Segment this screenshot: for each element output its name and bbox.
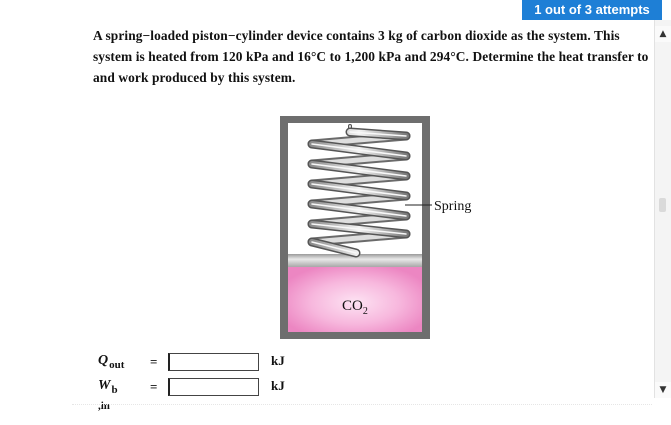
scroll-down-icon[interactable]: ▼ [655, 382, 671, 398]
scroll-thumb[interactable] [659, 198, 666, 212]
gas-region [288, 266, 422, 332]
spring-icon [307, 124, 411, 258]
wb-in-unit: kJ [271, 378, 285, 393]
attempts-badge: 1 out of 3 attempts [522, 0, 662, 20]
piston [288, 254, 422, 267]
vertical-scrollbar[interactable]: ▲ ▼ [654, 20, 671, 398]
equals-sign: = [150, 354, 158, 369]
scroll-up-icon[interactable]: ▲ [655, 26, 671, 42]
q-out-input[interactable] [168, 353, 259, 371]
divider [72, 404, 652, 405]
equals-sign: = [150, 379, 158, 394]
piston-cylinder-figure: Spring CO2 [280, 116, 471, 339]
question-text: A spring−loaded piston−cylinder device c… [93, 28, 649, 85]
gas-label: CO2 [342, 298, 368, 317]
wb-in-input[interactable] [168, 378, 259, 396]
spring-label: Spring [434, 199, 471, 214]
wb-in-label: Wb ,in [98, 378, 118, 412]
q-out-unit: kJ [271, 353, 285, 368]
q-out-label: Qout [98, 353, 125, 371]
